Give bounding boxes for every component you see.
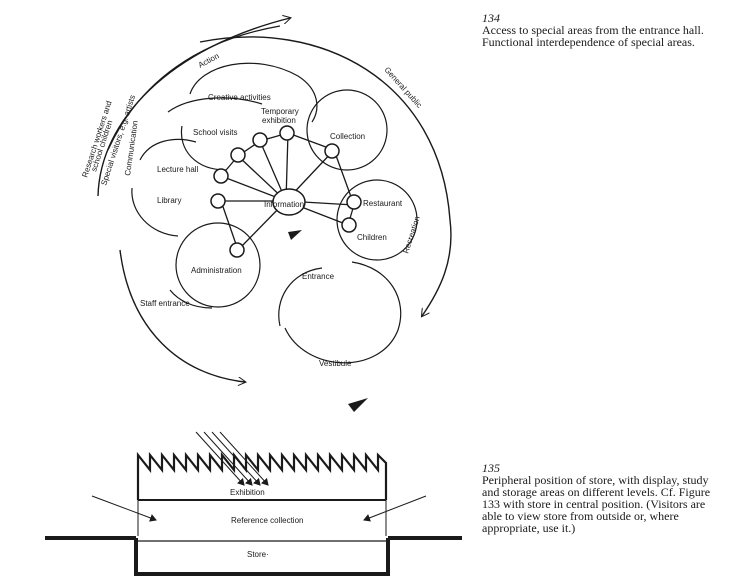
- outer-arc-top-inner: [107, 25, 281, 151]
- area-arc-library: [131, 187, 179, 237]
- label-collection: Collection: [330, 132, 365, 141]
- label-staff-entrance: Staff entrance: [140, 299, 190, 308]
- figure-135-diagram: [45, 431, 462, 576]
- store-basement: [134, 538, 390, 576]
- label-recreation: Recreation: [401, 215, 422, 255]
- label-temporary-1: Temporary: [261, 107, 299, 116]
- sawtooth-roof: [136, 451, 388, 500]
- label-administration: Administration: [191, 266, 242, 275]
- figure-134-number: 134: [482, 11, 500, 25]
- nodes: [210, 125, 362, 258]
- figure-135-number: 135: [482, 461, 500, 475]
- node-restaurant: [346, 194, 362, 210]
- node-collection: [324, 143, 340, 159]
- label-children: Children: [357, 233, 387, 242]
- area-arc-action: [189, 62, 318, 123]
- label-vestibule: Vestibule: [319, 359, 352, 368]
- node-children: [341, 217, 357, 233]
- light-rays: [195, 431, 269, 486]
- node-creative: [252, 132, 268, 148]
- node-lecture-hall: [213, 168, 229, 184]
- area-arc-entrance: [278, 267, 323, 327]
- area-arc-creative: [167, 97, 263, 113]
- direction-arrow-center: [288, 230, 302, 240]
- figure-134-diagram: [97, 18, 452, 412]
- node-school-visits: [230, 147, 246, 163]
- direction-arrow-bottom: [348, 398, 368, 412]
- node-administration: [229, 242, 245, 258]
- label-school-visits: School visits: [193, 128, 237, 137]
- label-information: Information: [264, 200, 304, 209]
- arrow-right-in: [363, 495, 427, 522]
- label-reference-collection: Reference collection: [231, 516, 303, 525]
- label-restaurant: Restaurant: [363, 199, 403, 208]
- node-temporary-exhibition: [279, 125, 295, 141]
- label-store: Store·: [247, 550, 269, 559]
- node-library: [210, 193, 226, 209]
- figure-134-caption: Access to special areas from the entranc…: [482, 23, 704, 49]
- area-arc-vestibule: [284, 261, 402, 364]
- label-lecture-hall: Lecture hall: [157, 165, 199, 174]
- staff-entrance-arc: [169, 289, 213, 309]
- label-creative-activities: Creative activities: [208, 93, 271, 102]
- area-arc-lecture: [139, 138, 197, 161]
- label-entrance: Entrance: [302, 272, 335, 281]
- node-information: [272, 188, 306, 216]
- arrow-left-in: [91, 495, 157, 522]
- outer-arc-general-public: [199, 36, 452, 316]
- figure-135-labels: Exhibition Reference collection Store·: [230, 488, 303, 559]
- outer-arc-bottom: [119, 249, 245, 382]
- area-circle-restaurant: [336, 179, 418, 261]
- label-temporary-2: exhibition: [262, 116, 296, 125]
- area-circle-collection: [306, 89, 388, 171]
- caption-135: 135 Peripheral position of store, with d…: [482, 462, 722, 534]
- figure-135-caption: Peripheral position of store, with displ…: [482, 473, 711, 535]
- area-circle-administration: [175, 222, 261, 308]
- caption-134: 134 Access to special areas from the ent…: [482, 12, 722, 48]
- label-action: Action: [197, 51, 221, 69]
- label-exhibition: Exhibition: [230, 488, 265, 497]
- label-library: Library: [157, 196, 181, 205]
